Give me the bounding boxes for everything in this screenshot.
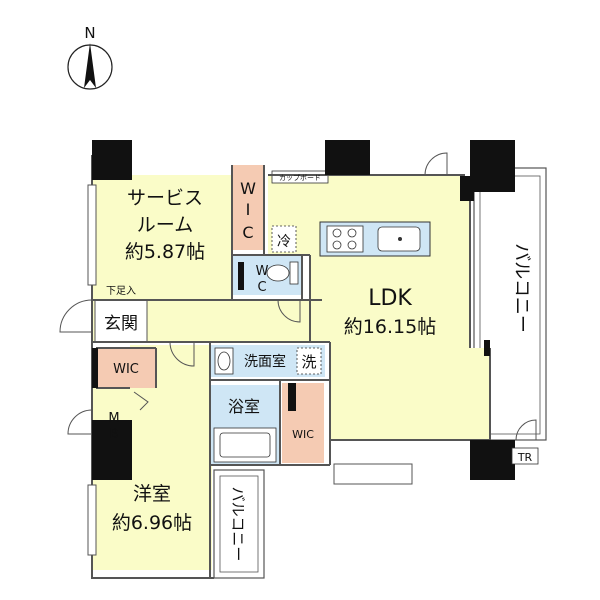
fridge-label: 冷 [277, 234, 291, 250]
wic-left [96, 348, 156, 388]
bathtub-icon [213, 427, 277, 463]
western-room-area: 約6.96帖 [112, 512, 192, 534]
balcony-lower [213, 469, 265, 579]
mb-label-m: M [108, 411, 119, 426]
windows [87, 184, 413, 556]
wic-lower-label: WIC [292, 428, 314, 441]
stove-icon [326, 225, 364, 253]
sink-icon [377, 226, 421, 252]
washer-box [296, 347, 322, 375]
washroom-label: 洗面室 [244, 353, 286, 370]
bathroom-label: 浴室 [228, 397, 260, 416]
entrance-label: 玄関 [104, 314, 138, 334]
wic-left-label: WIC [113, 362, 139, 377]
fridge-box [271, 225, 297, 253]
service-room-label-1: サービス [127, 187, 203, 209]
cupboard-label: カップボード [279, 174, 321, 182]
service-room-area: 約5.87帖 [125, 241, 205, 263]
tr-box [511, 447, 539, 465]
door-swings [59, 152, 537, 441]
thin-walls [91, 155, 491, 579]
structural-columns [92, 140, 515, 480]
balcony-lower-label: バルコニー [229, 487, 247, 562]
western-room-label: 洋室 [133, 483, 171, 505]
compass-needle [84, 43, 96, 88]
wc-label-c: C [257, 280, 266, 295]
wc-label-w: W [256, 264, 269, 279]
toilet-icon [266, 261, 299, 285]
compass-label: N [84, 24, 95, 42]
wic-upper-label-w: W [240, 179, 256, 198]
ldk-area: 約16.15帖 [344, 316, 436, 338]
ldk-label: LDK [368, 286, 412, 311]
north-compass: N [67, 24, 113, 90]
mb-label-b: B [110, 427, 119, 442]
wic-upper-label-i: I [246, 200, 251, 219]
tr-label: TR [517, 451, 533, 464]
wic-upper-label-c: C [242, 223, 253, 242]
shoe-closet-label: 下足入 [106, 285, 136, 297]
service-room [92, 175, 232, 300]
balcony-lower-rail [219, 475, 259, 573]
washer-label: 洗 [301, 353, 316, 371]
balcony-right-label: バルコニー [511, 243, 532, 333]
wash-basin-icon [214, 347, 234, 375]
service-room-label-2: ルーム [137, 214, 193, 236]
wic-upper [232, 165, 264, 250]
